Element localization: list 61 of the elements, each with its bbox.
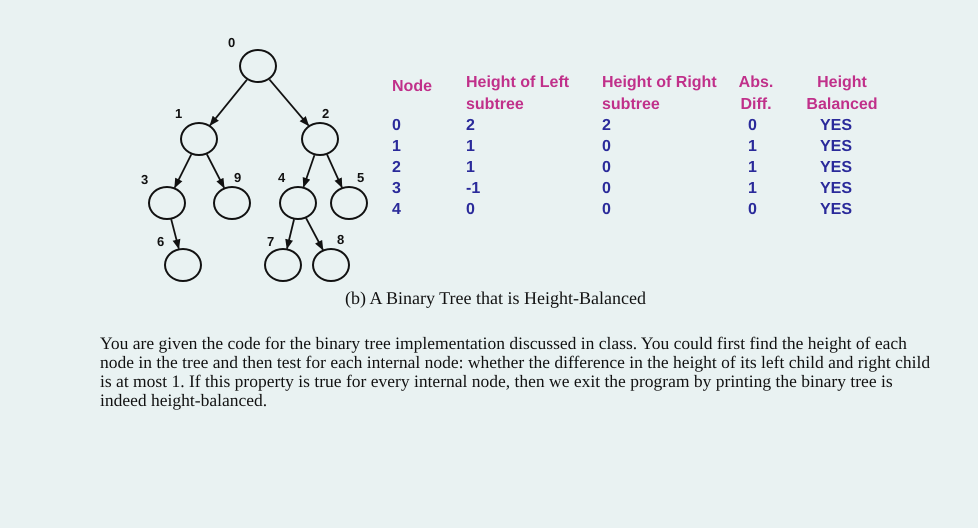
- table-value: 0: [392, 116, 401, 136]
- arrow: [302, 154, 316, 188]
- node-number: 6: [157, 235, 164, 249]
- table-value: 3: [392, 179, 401, 199]
- table-value: 0: [602, 179, 611, 199]
- arrow: [209, 79, 248, 126]
- arrow: [285, 219, 295, 250]
- table-value: 1: [748, 179, 757, 199]
- node-number: 3: [141, 173, 148, 187]
- tree-node-circle: [164, 248, 202, 282]
- table-value: 0: [602, 158, 611, 178]
- table-value: 2: [466, 116, 475, 136]
- tree-node-circle: [213, 186, 251, 220]
- arrow: [170, 219, 180, 250]
- table-value: 1: [392, 137, 401, 157]
- node-number: 8: [337, 233, 344, 247]
- tree-node-circle: [301, 122, 339, 156]
- arrow: [174, 154, 192, 188]
- tree-node-circle: [148, 186, 186, 220]
- tree-node-circle: [180, 122, 218, 156]
- node-number: 5: [357, 171, 364, 185]
- column-header: Abs. Diff.: [738, 73, 774, 115]
- table-value: 4: [392, 200, 401, 220]
- table-value: 1: [748, 158, 757, 178]
- figure-caption: (b) A Binary Tree that is Height-Balanced: [345, 288, 646, 309]
- node-number: 7: [267, 235, 274, 249]
- column-header: Height of Right subtree: [602, 73, 718, 115]
- column-header: Height Balanced: [805, 73, 879, 115]
- table-value: 1: [466, 137, 475, 157]
- table-value: YES: [820, 158, 852, 178]
- table-value: 2: [392, 158, 401, 178]
- table-value: 0: [748, 200, 757, 220]
- node-number: 2: [322, 107, 330, 121]
- table-value: 1: [748, 137, 757, 157]
- table-value: YES: [820, 137, 852, 157]
- node-number: 4: [278, 171, 286, 185]
- table-value: 0: [602, 200, 611, 220]
- tree-node-circle: [330, 186, 368, 220]
- tree-node-circle: [312, 248, 350, 282]
- arrow: [268, 78, 310, 126]
- column-header: Node: [392, 77, 433, 97]
- arrow: [206, 154, 225, 188]
- node-number: 1: [175, 107, 182, 121]
- table-value: -1: [466, 179, 480, 199]
- table-value: 0: [466, 200, 475, 220]
- tree-node-circle: [239, 49, 277, 83]
- node-number: 9: [234, 171, 242, 185]
- table-value: 1: [466, 158, 475, 178]
- tree-node-circle: [279, 186, 317, 220]
- paragraph: You are given the code for the binary tree implementation discussed in class. You could first find the height of each node in the tree and then test for each internal node: whether the difference in the height of its left child and right child is at most 1. If this property is true for every internal node, then we exit the program by printing the binary tree is indeed height-balanced.: [100, 334, 932, 410]
- node-number: 0: [228, 36, 236, 50]
- column-header: Height of Left subtree: [466, 73, 570, 115]
- table-value: YES: [820, 179, 852, 199]
- table-value: 0: [602, 137, 611, 157]
- table-value: YES: [820, 200, 852, 220]
- table-value: YES: [820, 116, 852, 136]
- table-value: 2: [602, 116, 611, 136]
- tree-node-circle: [264, 248, 302, 282]
- arrow: [305, 218, 324, 251]
- table-value: 0: [748, 116, 757, 136]
- arrow: [326, 154, 343, 188]
